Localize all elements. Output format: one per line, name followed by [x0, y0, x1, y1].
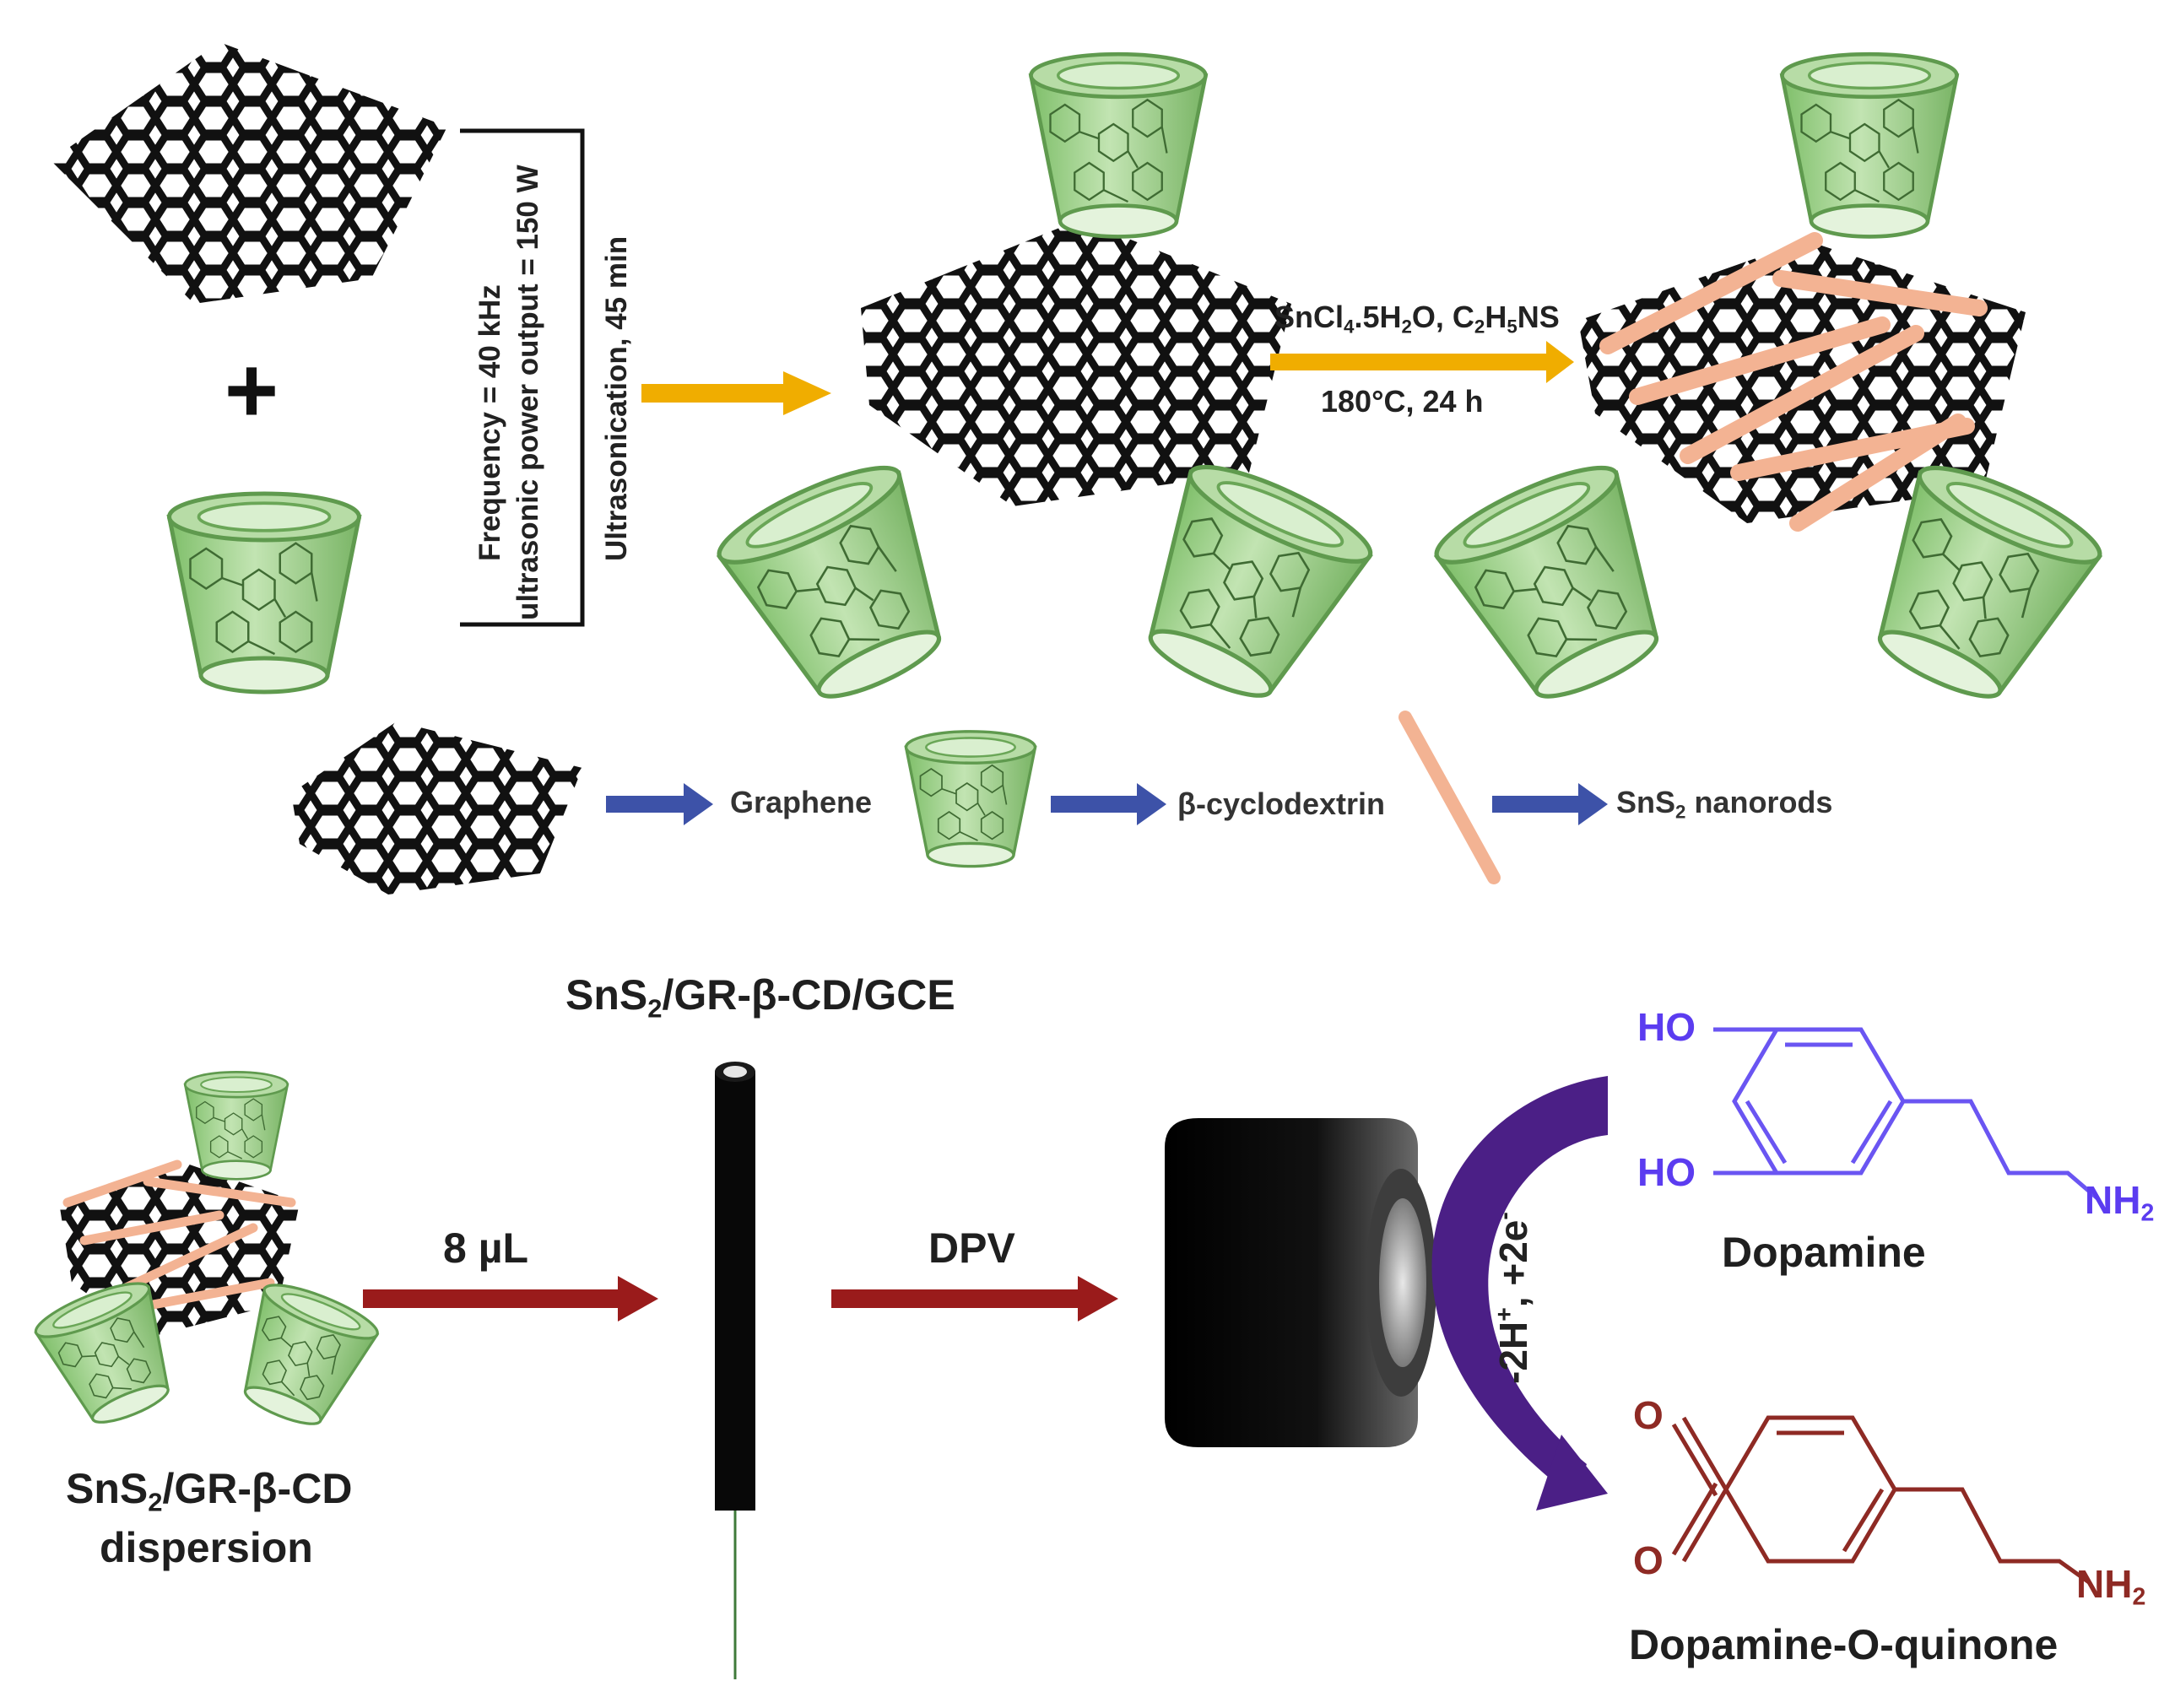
- volume-label: 8 µL: [443, 1224, 529, 1272]
- red-arrow-1: [363, 1276, 658, 1322]
- electrode-title: SnS2/GR-β-CD/GCE: [565, 971, 955, 1024]
- legend-cyclodextrin-label: β-cyclodextrin: [1177, 786, 1386, 821]
- electron-transfer-label: -2H+, +2e-: [1491, 1212, 1536, 1384]
- quinone-o-bottom: O: [1633, 1538, 1664, 1582]
- legend-cyclodextrin-icon: [904, 729, 1037, 868]
- dopamine-structure: [1713, 1027, 2099, 1200]
- quinone-o-top: O: [1633, 1393, 1664, 1437]
- legend-blue-arrow-3: [1492, 783, 1608, 825]
- dopamine-name: Dopamine: [1722, 1229, 1926, 1276]
- legend-graphene-icon: [291, 722, 582, 895]
- quinone-structure: [1671, 1415, 2091, 1585]
- cyclodextrin-cup-left: [170, 494, 360, 692]
- legend-graphene-label: Graphene: [730, 785, 873, 819]
- legend-blue-arrow-2: [1051, 783, 1166, 825]
- legend-blue-arrow-1: [606, 783, 713, 825]
- dopamine-ho-bottom: HO: [1637, 1150, 1696, 1194]
- graphene-sheet-top: [51, 42, 447, 304]
- bracket: [460, 128, 585, 627]
- dispersion-composite: [29, 1070, 385, 1440]
- electrode-head-cylinder: [1165, 1118, 1436, 1447]
- dopamine-nh2: NH2: [2085, 1178, 2155, 1227]
- plus-sign: +: [225, 338, 279, 442]
- yellow-arrow-2: [1270, 341, 1574, 383]
- technique-label: DPV: [928, 1224, 1015, 1272]
- yellow-arrow-1: [641, 371, 831, 415]
- curved-purple-arrow: [1431, 1076, 1608, 1511]
- electrode: [715, 1062, 755, 1679]
- quinone-nh2: NH2: [2076, 1562, 2146, 1611]
- sns2-gr-cd-composite: [1427, 54, 2110, 722]
- legend-nanorod-icon: [1398, 711, 1501, 884]
- reaction-reagents: SnCl4.5H2O, C2H5NS: [1274, 300, 1560, 338]
- dopamine-ho-top: HO: [1637, 1005, 1696, 1049]
- dispersion-label: SnS2/GR-β-CD: [66, 1465, 353, 1517]
- condition-ultrasonication: Ultrasonication, 45 min: [600, 235, 633, 561]
- graphene-cd-composite: [710, 54, 1380, 722]
- red-arrow-2: [831, 1276, 1118, 1322]
- legend-nanorods-label: SnS2 nanorods: [1616, 785, 1833, 823]
- quinone-name: Dopamine-O-quinone: [1629, 1621, 2059, 1668]
- condition-power: ultrasonic power output = 150 W: [511, 165, 544, 620]
- dispersion-label-line2: dispersion: [100, 1524, 313, 1571]
- reaction-temperature: 180°C, 24 h: [1321, 384, 1484, 419]
